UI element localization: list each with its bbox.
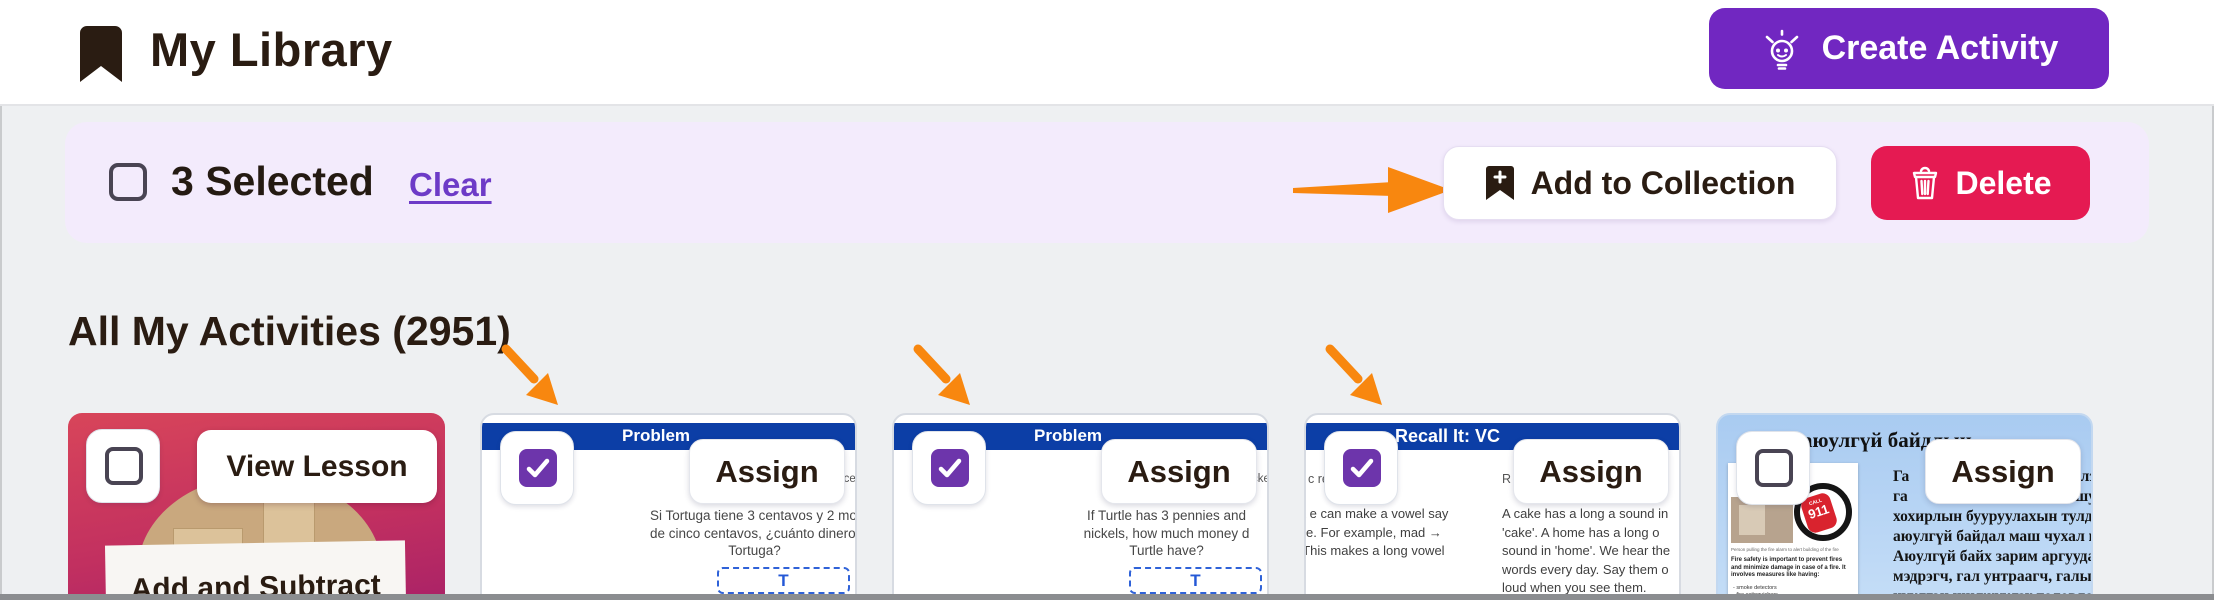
annotation-arrow-icon [913,344,970,405]
card-checkbox[interactable] [1343,449,1381,487]
card-checkbox[interactable] [931,449,969,487]
card-checkbox[interactable] [1755,449,1793,487]
card-checkbox[interactable] [519,449,557,487]
clipped-text-fragment: R [1502,472,1512,486]
text-tool-box[interactable]: T [717,567,850,594]
slide-left-column: ent e can make a vowel say ame. For exam… [1304,506,1449,600]
section-heading: All My Activities (2951) [68,308,511,354]
assign-button[interactable]: Assign [1925,439,2081,504]
assign-button[interactable]: Assign [1101,439,1257,504]
card-checkbox-container[interactable] [1736,431,1810,505]
activity-card[interactable]: Add and Subtract View Lesson [68,413,445,600]
slide-right-column: A cake has a long a sound in 'cake'. A h… [1502,506,1671,595]
lesson-caption-band: Add and Subtract [104,540,408,600]
slide-body-text: Si Tortuga tiene 3 centavos y 2 mon de c… [650,508,857,558]
card-checkbox-container[interactable] [912,431,986,505]
app-header: My Library Create Activity [0,0,2214,106]
card-checkbox-container[interactable] [500,431,574,505]
create-activity-button[interactable]: Create Activity [1709,8,2109,89]
delete-button[interactable]: Delete [1871,146,2090,220]
text-tool-box[interactable]: T [1129,567,1262,594]
add-to-collection-button[interactable]: Add to Collection [1443,146,1837,220]
annotation-arrow-icon [1325,344,1382,405]
delete-label: Delete [1955,164,2052,201]
bookmark-icon [80,26,122,82]
select-all-checkbox[interactable] [109,163,147,201]
slide-title: Problem [1034,426,1103,445]
doc-intro-text: Fire safety is important to prevent fire… [1731,557,1846,578]
clear-selection-link[interactable]: Clear [409,166,492,203]
activity-card[interactable]: Recall It: VC c re R ent e can make a vo… [1304,413,1681,600]
bookmark-plus-icon [1485,166,1514,200]
create-activity-label: Create Activity [1821,29,2059,67]
card-checkbox-container[interactable] [1324,431,1398,505]
add-to-collection-label: Add to Collection [1530,164,1796,201]
slide-body-text: If Turtle has 3 pennies and nickels, how… [1083,508,1250,558]
annotation-arrow-icon [1293,167,1451,213]
doc-photo-caption: Person pulling the fire alarm to alert b… [1731,547,1839,552]
assign-button[interactable]: Assign [1513,439,1669,504]
activity-card[interactable]: Problem cke If Turtle has 3 pennies and … [892,413,1269,600]
selected-count-label: 3 Selected [171,158,374,204]
selection-bar: 3 Selected Clear Add to Collection [65,122,2149,243]
card-checkbox-container[interactable] [86,429,160,503]
trash-icon [1913,166,1938,200]
slide-title: Problem [622,426,691,445]
activity-card[interactable]: аюулгүй байдлын ety CALL 911 Person pull… [1716,413,2093,600]
lightbulb-icon [1765,29,1798,70]
page-title: My Library [150,23,393,76]
annotation-arrow-icon [501,344,558,405]
card-checkbox[interactable] [105,447,143,485]
window-bottom-edge [0,594,2214,600]
assign-button[interactable]: Assign [689,439,845,504]
activity-card[interactable]: Problem o cen Si Tortuga tiene 3 centavo… [480,413,857,600]
checkmark-icon [938,458,962,478]
slide-title: Recall It: VC [1395,426,1501,446]
view-lesson-button[interactable]: View Lesson [197,430,437,503]
checkmark-icon [1350,458,1374,478]
clipped-text-fragment: c re [1308,472,1329,486]
checkmark-icon [526,458,550,478]
